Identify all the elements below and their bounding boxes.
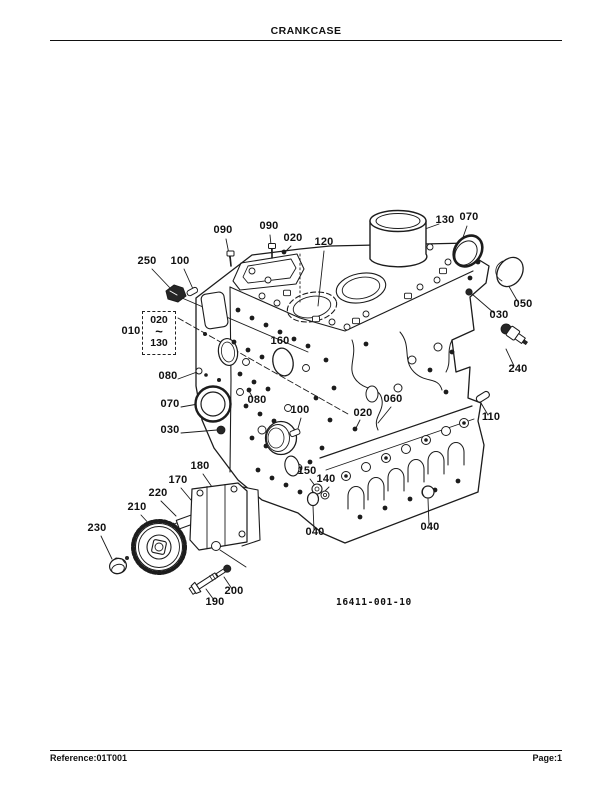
callout-210: 210 [127,501,147,513]
part-gear-210 [131,519,187,575]
callout-080: 080 [158,370,178,382]
part-plug-040-right [421,485,435,499]
callout-080: 080 [247,394,267,406]
callout-160: 160 [270,335,290,347]
callout-250: 250 [137,255,157,267]
page-title: CRANKCASE [270,25,342,37]
callout-040: 040 [420,521,440,533]
callout-150: 150 [297,465,317,477]
part-cover-070 [452,234,484,268]
part-oil-seal-070 [194,385,232,423]
callout-010: 010 [121,325,141,337]
callout-180: 180 [190,460,210,472]
part-dowel-020-b [352,426,358,432]
callout-170: 170 [168,474,188,486]
part-bolt-080-center [246,387,252,393]
front-oval-opening [284,455,300,477]
figure-number: 16411-001-10 [336,597,412,608]
part-bolt-080-left [195,367,208,377]
callout-090: 090 [213,224,233,236]
front-boss [264,420,301,456]
part-pin-110 [475,390,490,403]
end-face-edge [229,286,232,473]
casting-detail [351,331,453,431]
footer-page-number: Page:1 [532,753,562,763]
callout-050: 050 [513,298,533,310]
part-plug-250 [165,284,187,303]
part-bolt-090-a [226,250,235,267]
callout-040: 040 [305,526,325,538]
header-rule [50,40,562,42]
part-bolt-190 [188,572,219,595]
part-nut-230 [108,556,129,575]
range-to: 130 [150,336,168,349]
callout-030: 030 [160,424,180,436]
callout-100: 100 [290,404,310,416]
footer-rule [50,750,562,752]
part-cover-050 [495,256,524,288]
part-bore-160 [272,347,294,377]
part-bolt-090-b [268,243,276,259]
part-switch-240 [500,323,528,345]
callout-240: 240 [508,363,528,375]
bolt-hole-dots [231,259,481,495]
callout-030: 030 [489,309,509,321]
callout-110: 110 [481,411,501,423]
callout-200: 200 [224,585,244,597]
range-from: 020 [150,314,168,326]
deck-front-edge [229,270,474,332]
footer-reference: Reference:01T001 [50,753,128,763]
part-bolt-030-right [465,288,473,296]
callout-060: 060 [383,393,403,405]
tappet-flange [232,253,305,291]
callout-100: 100 [170,255,190,267]
part-plug-040-left [306,491,320,507]
oil-pan-rail [319,405,475,520]
part-oil-pump-body-170-180 [189,482,261,551]
callout-220: 220 [148,487,168,499]
callout-120: 120 [314,236,334,248]
range-bracket: 020 ~ 130 [142,311,176,355]
part-washer-140 [320,490,330,500]
callout-230: 230 [87,522,107,534]
part-joint-100 [289,428,301,438]
callout-070: 070 [459,211,479,223]
callout-020: 020 [283,232,303,244]
callout-090: 090 [259,220,279,232]
part-screw-200 [215,564,232,578]
range-tilde: ~ [155,323,163,339]
part-plug-030-left [216,425,226,435]
part-cylinder-liner-130 [369,209,428,268]
callout-140: 140 [316,473,336,485]
callout-020: 020 [353,407,373,419]
callout-130: 130 [435,214,455,226]
callout-070: 070 [160,398,180,410]
part-pin-100 [186,286,199,297]
end-face-details [200,291,239,382]
callout-190: 190 [205,596,225,608]
part-dowel-020-a [281,249,287,255]
